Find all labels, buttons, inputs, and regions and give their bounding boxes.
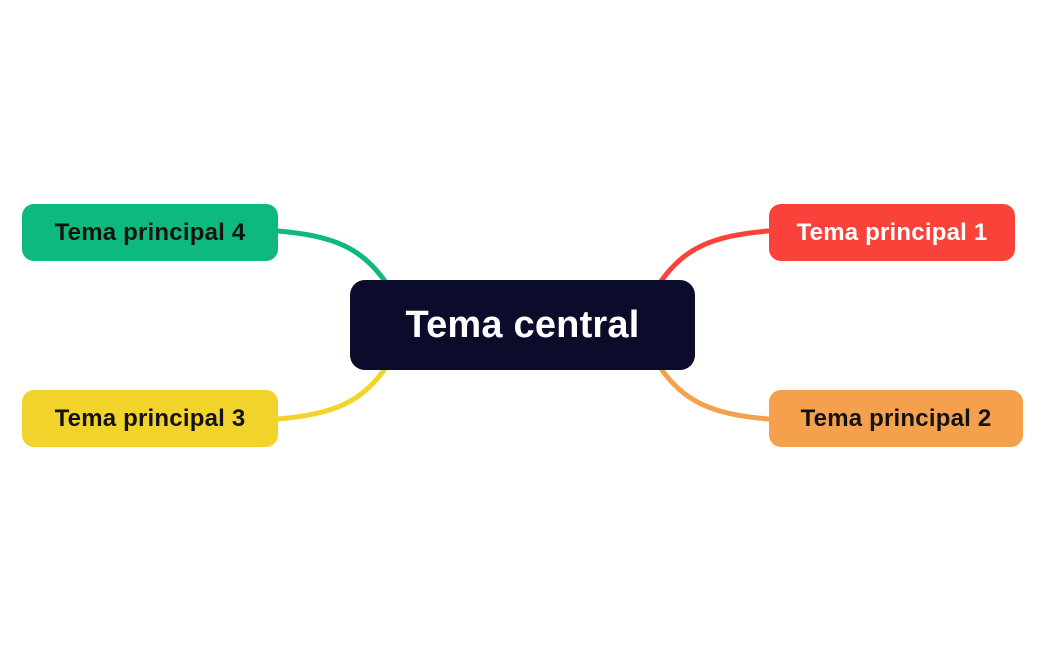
topic-label-2: Tema principal 2 — [800, 404, 992, 432]
central-topic-node[interactable]: Tema central — [350, 280, 695, 370]
connector-topic-4 — [275, 228, 390, 287]
topic-node-1[interactable]: Tema principal 1 — [769, 204, 1015, 261]
connector-topic-2 — [656, 363, 771, 422]
topic-label-3: Tema principal 3 — [54, 404, 246, 432]
connector-topic-3 — [275, 363, 390, 422]
topic-label-4: Tema principal 4 — [54, 218, 246, 246]
topic-label-1: Tema principal 1 — [796, 218, 988, 246]
topic-node-4[interactable]: Tema principal 4 — [22, 204, 278, 261]
central-topic-label: Tema central — [405, 303, 640, 346]
topic-node-3[interactable]: Tema principal 3 — [22, 390, 278, 447]
connector-topic-1 — [656, 228, 771, 287]
topic-node-2[interactable]: Tema principal 2 — [769, 390, 1023, 447]
